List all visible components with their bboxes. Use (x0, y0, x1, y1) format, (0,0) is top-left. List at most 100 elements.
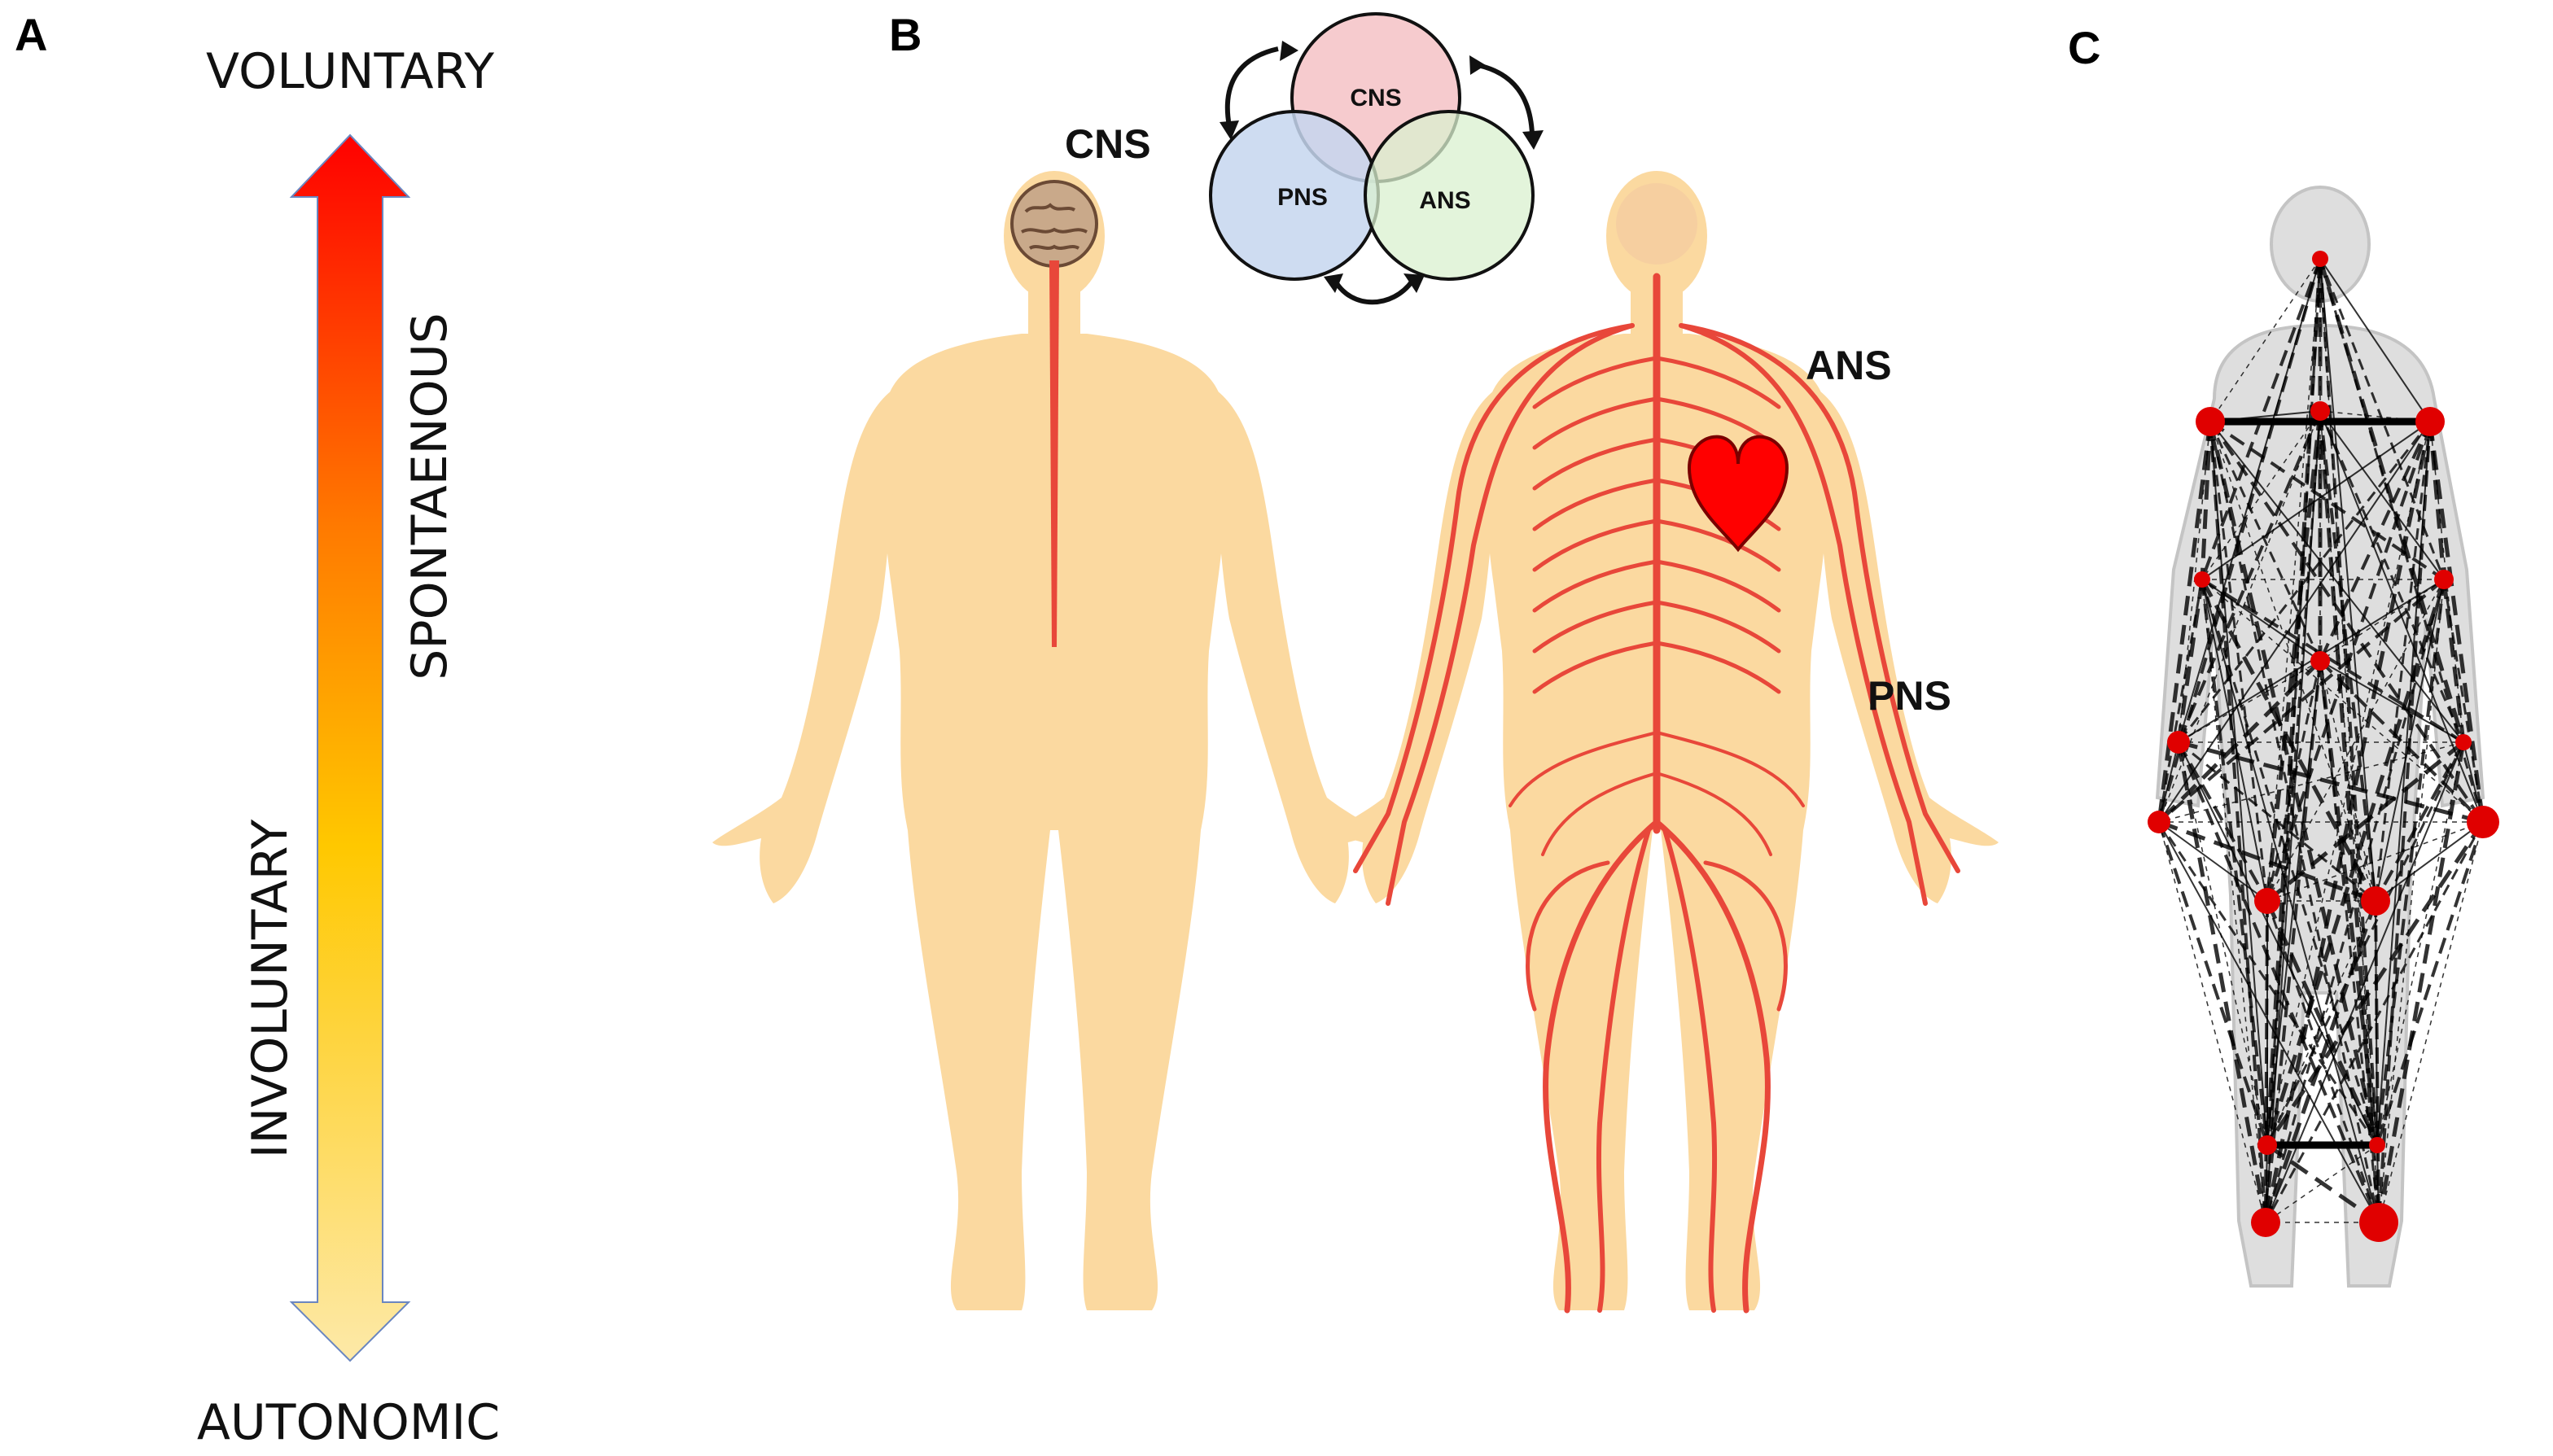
network-edge (2209, 421, 2269, 902)
network-edge (2378, 579, 2445, 1223)
network-edge (2177, 741, 2269, 902)
network-node (2251, 1208, 2280, 1237)
network-edge (2319, 258, 2431, 422)
network-node (2312, 251, 2328, 267)
network-edge (2209, 421, 2322, 662)
network-edge (2319, 660, 2376, 902)
network-edge (2266, 1143, 2380, 1225)
network-edge (2201, 421, 2431, 580)
panel-c-letter: C (2068, 22, 2100, 73)
network-edge (2375, 821, 2484, 902)
network-edge (2157, 579, 2204, 823)
voluntary-label: VOLUNTARY (206, 43, 494, 100)
network-edge (2376, 579, 2446, 1146)
network-node (2167, 731, 2190, 754)
network-edge (2428, 421, 2446, 580)
network-edge (2319, 410, 2445, 580)
network-edge (2266, 900, 2380, 1223)
network-edge (2178, 740, 2484, 824)
network-edge (2201, 579, 2484, 823)
network-edge (2264, 579, 2446, 1223)
network-edge (2177, 421, 2432, 743)
network-edge (2266, 660, 2322, 902)
network-edge (2209, 258, 2321, 422)
network-edge (2375, 579, 2445, 902)
network-node (2467, 806, 2499, 838)
network-node (2257, 1135, 2277, 1155)
network-node (2415, 407, 2445, 436)
network-edge (2158, 821, 2268, 902)
panel-b-letter: B (889, 9, 922, 60)
body-network-graph (2148, 186, 2499, 1288)
network-edge (2264, 900, 2269, 1223)
venn-arrows (1220, 41, 1544, 305)
network-edge (2157, 578, 2446, 824)
venn-ans-label: ANS (1419, 187, 1470, 214)
network-nodes (2148, 251, 2499, 1242)
network-edge (2376, 741, 2466, 1223)
venn-pns-label: PNS (1277, 184, 1328, 211)
network-edge (2178, 741, 2268, 1146)
network-edge (2201, 579, 2321, 662)
network-edge (2266, 741, 2465, 1146)
network-edge (2266, 410, 2322, 1146)
network-edge (2376, 421, 2431, 1146)
heart-icon (1687, 435, 1789, 553)
network-edge (2158, 821, 2266, 1223)
network-node (2434, 570, 2454, 589)
network-edge (2158, 821, 2380, 1223)
panel-a-letter: A (15, 9, 47, 60)
network-edge (2265, 410, 2321, 1223)
pns-label: PNS (1868, 673, 1951, 719)
network-edge (2158, 820, 2376, 903)
venn-cns-label: CNS (1350, 85, 1401, 111)
network-edge (2176, 741, 2268, 1223)
involuntary-label: INVOLUNTARY (242, 819, 299, 1158)
network-edge (2209, 421, 2268, 1146)
network-edge (2200, 578, 2378, 903)
network-edge (2266, 579, 2445, 902)
autonomic-label: AUTONOMIC (197, 1394, 500, 1451)
network-edge (2157, 659, 2322, 824)
network-edge (2157, 821, 2269, 1146)
network-edge (2319, 421, 2432, 662)
network-edge (2428, 421, 2485, 823)
network-edge (2201, 579, 2266, 1223)
network-node (2254, 888, 2280, 914)
strong-edges (2210, 418, 2430, 1149)
network-edge (2265, 899, 2380, 1147)
network-edge (2374, 900, 2380, 1223)
network-edge (2263, 421, 2433, 1223)
network-edge (2200, 258, 2322, 580)
network-edge (2376, 741, 2464, 1146)
network-node (2310, 651, 2330, 671)
network-node (2359, 1203, 2398, 1242)
network-edge (2378, 821, 2484, 1223)
cns-body-figure (712, 171, 1396, 1310)
network-node (2196, 407, 2225, 436)
network-node (2310, 401, 2330, 421)
network-edge (2442, 579, 2485, 823)
network-node (2361, 886, 2390, 916)
network-node (2194, 571, 2210, 588)
network-edge (2200, 578, 2465, 744)
network-edge (2209, 420, 2485, 824)
ans-label: ANS (1806, 343, 1892, 388)
network-edge (2265, 579, 2446, 1146)
network-edge (2318, 258, 2466, 743)
ans-pns-body-figure (1315, 171, 1999, 1314)
network-edge (2264, 821, 2485, 1223)
venn-diagram: CNS PNS ANS (1209, 12, 1544, 305)
network-edge (2177, 410, 2322, 743)
venn-ans-circle (1364, 110, 1535, 281)
gradient-double-arrow (289, 133, 411, 1362)
network-edge (2319, 659, 2485, 824)
network-node (2148, 811, 2170, 833)
network-edge (2263, 900, 2378, 1223)
network-edge (2319, 410, 2465, 743)
network-node (2455, 734, 2472, 750)
network-edge (2319, 258, 2376, 902)
network-node (2369, 1137, 2385, 1153)
network-edge (2374, 421, 2432, 902)
